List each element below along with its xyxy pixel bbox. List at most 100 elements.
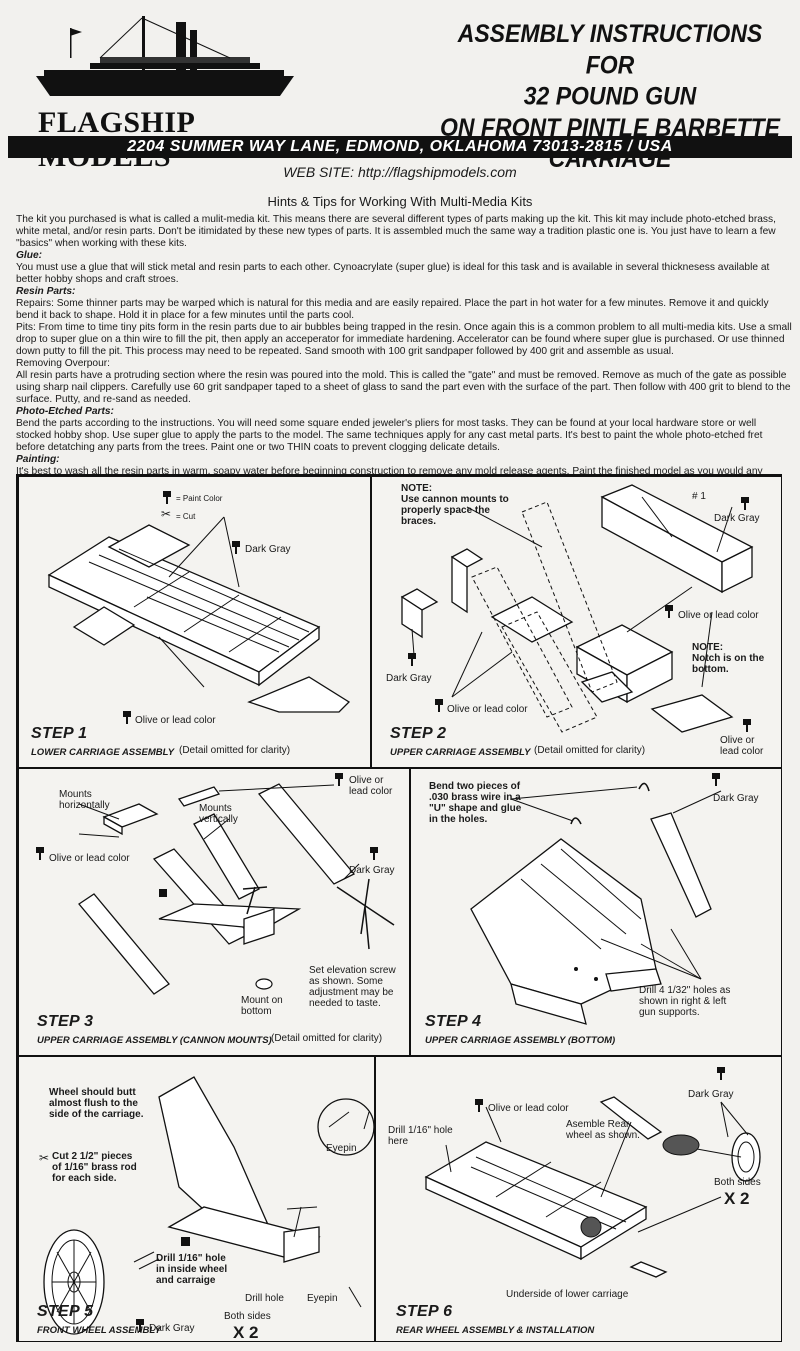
paint-brush-icon xyxy=(370,847,378,860)
step-2-label: STEP 2 xyxy=(390,725,447,742)
mounts-horizontally: Mounts horizontally xyxy=(59,789,110,811)
resin-heading: Resin Parts: xyxy=(16,286,76,297)
etched-heading: Photo-Etched Parts: xyxy=(16,406,114,417)
hints-intro: The kit you purchased is what is called … xyxy=(16,214,776,249)
quantity-label: X 2 xyxy=(233,1323,259,1342)
paint-brush-icon xyxy=(712,773,720,786)
drill-hole-note: Drill 1/16" hole here xyxy=(388,1125,453,1147)
pits-text: Pits: From time to time tiny pits form i… xyxy=(16,322,792,357)
paint-brush-icon xyxy=(123,711,131,724)
overpour-text: All resin parts have a protruding sectio… xyxy=(16,370,791,405)
color-dark-gray: Dark Gray xyxy=(713,793,759,804)
drill-hole-label: Drill hole xyxy=(245,1293,284,1304)
color-dark-gray-a: Dark Gray xyxy=(714,513,760,524)
paint-brush-icon xyxy=(36,847,44,860)
step-2-note-notch: NOTE: Notch is on the bottom. xyxy=(692,642,765,675)
hints-title: Hints & Tips for Working With Multi-Medi… xyxy=(267,194,533,209)
underside-caption: Underside of lower carriage xyxy=(506,1289,629,1300)
rear-wheel-drawing xyxy=(424,1096,761,1278)
paint-brush-icon xyxy=(136,1319,144,1332)
step-2-panel: NOTE: Use cannon mounts to properly spac… xyxy=(371,476,782,768)
cannon-mounts-drawing xyxy=(78,783,395,995)
color-olive-c: Olive or lead color xyxy=(720,735,764,757)
overpour-heading: Removing Overpour: xyxy=(16,358,110,369)
page-title: ASSEMBLY INSTRUCTIONS FOR 32 POUND GUN O… xyxy=(440,19,780,173)
steamboat-silhouette-icon xyxy=(36,16,294,96)
scissors-icon: ✂ xyxy=(39,1151,50,1165)
mount-on-bottom: Mount on bottom xyxy=(241,995,283,1017)
color-dark-gray: Dark Gray xyxy=(245,544,291,555)
step-1-panel: = Paint Color ✂ = Cut Dark Gray Olive or… xyxy=(18,476,371,768)
step-1-detail: (Detail omitted for clarity) xyxy=(179,745,291,756)
step-3-detail: (Detail omitted for clarity) xyxy=(271,1033,383,1044)
step-3-label: STEP 3 xyxy=(37,1013,94,1030)
step-6-panel: Olive or lead color Dark Gray Drill 1/16… xyxy=(375,1056,782,1342)
paint-brush-icon xyxy=(232,541,240,554)
step-4-title: UPPER CARRIAGE ASSEMBLY (BOTTOM) xyxy=(425,1035,616,1046)
color-dark-gray: Dark Gray xyxy=(349,865,395,876)
paint-brush-icon xyxy=(741,497,749,510)
eyepin-label-a: Eyepin xyxy=(326,1143,357,1154)
bend-wire-note: Bend two pieces of .030 brass wire in a … xyxy=(429,781,522,825)
painting-heading: Painting: xyxy=(16,454,60,465)
eyepin-label-b: Eyepin xyxy=(307,1293,338,1304)
step-3-title: UPPER CARRIAGE ASSEMBLY (CANNON MOUNTS) xyxy=(37,1035,272,1046)
step-2-detail: (Detail omitted for clarity) xyxy=(534,745,646,756)
step-1-title: LOWER CARRIAGE ASSEMBLY xyxy=(31,747,175,758)
color-dark-gray: Dark Gray xyxy=(149,1323,195,1334)
color-olive-b: Olive or lead color xyxy=(447,704,528,715)
color-dark-gray: Dark Gray xyxy=(688,1089,734,1100)
step-4-panel: Bend two pieces of .030 brass wire in a … xyxy=(410,768,782,1056)
step-6-title: REAR WHEEL ASSEMBLY & INSTALLATION xyxy=(396,1325,595,1336)
step-6-label: STEP 6 xyxy=(396,1303,453,1320)
paint-brush-icon xyxy=(408,653,416,666)
scissors-icon: ✂ xyxy=(161,507,172,521)
glue-heading: Glue: xyxy=(16,250,43,261)
carriage-bottom-drawing xyxy=(470,782,722,1025)
step-4-label: STEP 4 xyxy=(425,1013,482,1030)
paint-brush-icon xyxy=(743,719,751,732)
upper-carriage-drawing xyxy=(400,484,754,733)
elevation-note: Set elevation screw as shown. Some adjus… xyxy=(309,965,396,1009)
color-olive-a: Olive or lead color xyxy=(678,610,759,621)
step-3-panel: Mounts horizontally Olive or lead color … xyxy=(18,768,410,1056)
color-olive: Olive or lead color xyxy=(135,715,216,726)
both-sides-label: Both sides xyxy=(714,1177,761,1188)
drill-inside-note: Drill 1/16" hole in inside wheel and car… xyxy=(156,1253,228,1286)
front-wheel-drawing xyxy=(43,1076,375,1335)
brand-logo: FLAGSHIP MODELS xyxy=(20,8,310,173)
paint-brush-icon xyxy=(475,1099,483,1112)
paint-brush-icon xyxy=(435,699,443,712)
paint-brush-icon xyxy=(163,491,171,504)
wheel-flush-note: Wheel should butt almost flush to the si… xyxy=(49,1087,144,1120)
paint-brush-icon xyxy=(717,1067,725,1080)
step-5-panel: Wheel should butt almost flush to the si… xyxy=(18,1056,375,1342)
repairs-text: Repairs: Some thinner parts may be warpe… xyxy=(16,298,769,321)
drill-holes-note: Drill 4 1/32" holes as shown in right & … xyxy=(639,985,731,1018)
color-dark-gray-b: Dark Gray xyxy=(386,673,432,684)
step-5-title: FRONT WHEEL ASSEMBLY xyxy=(37,1325,161,1336)
cut-rod-note: Cut 2 1/2" pieces of 1/16" brass rod for… xyxy=(52,1151,137,1184)
assemble-rear-wheel-note: Asemble Rear wheel as shown. xyxy=(566,1119,640,1141)
color-olive: Olive or lead color xyxy=(488,1103,569,1114)
step-2-title: UPPER CARRIAGE ASSEMBLY xyxy=(390,747,531,758)
step-2-note-top: NOTE: Use cannon mounts to properly spac… xyxy=(401,483,509,527)
etched-text: Bend the parts according to the instruct… xyxy=(16,418,763,453)
step-5-label: STEP 5 xyxy=(37,1303,94,1320)
step-1-label: STEP 1 xyxy=(31,725,88,742)
color-olive-b: Olive or lead color xyxy=(49,853,130,864)
legend-cut: = Cut xyxy=(176,512,196,521)
quantity-label: X 2 xyxy=(724,1189,750,1208)
address-bar: 2204 SUMMER WAY LANE, EDMOND, OKLAHOMA 7… xyxy=(8,136,792,158)
steps-grid: = Paint Color ✂ = Cut Dark Gray Olive or… xyxy=(16,474,782,1342)
lower-carriage-drawing xyxy=(47,516,351,713)
glue-text: You must use a glue that will stick meta… xyxy=(16,262,770,285)
part-number: # 1 xyxy=(692,491,706,502)
paint-brush-icon xyxy=(335,773,343,786)
hints-body: The kit you purchased is what is called … xyxy=(16,214,794,490)
mounts-vertically: Mounts vertically xyxy=(199,803,238,825)
website-line: WEB SITE: http://flagshipmodels.com xyxy=(283,164,517,180)
color-olive-a: Olive or lead color xyxy=(349,775,393,797)
both-sides-label: Both sides xyxy=(224,1311,271,1322)
